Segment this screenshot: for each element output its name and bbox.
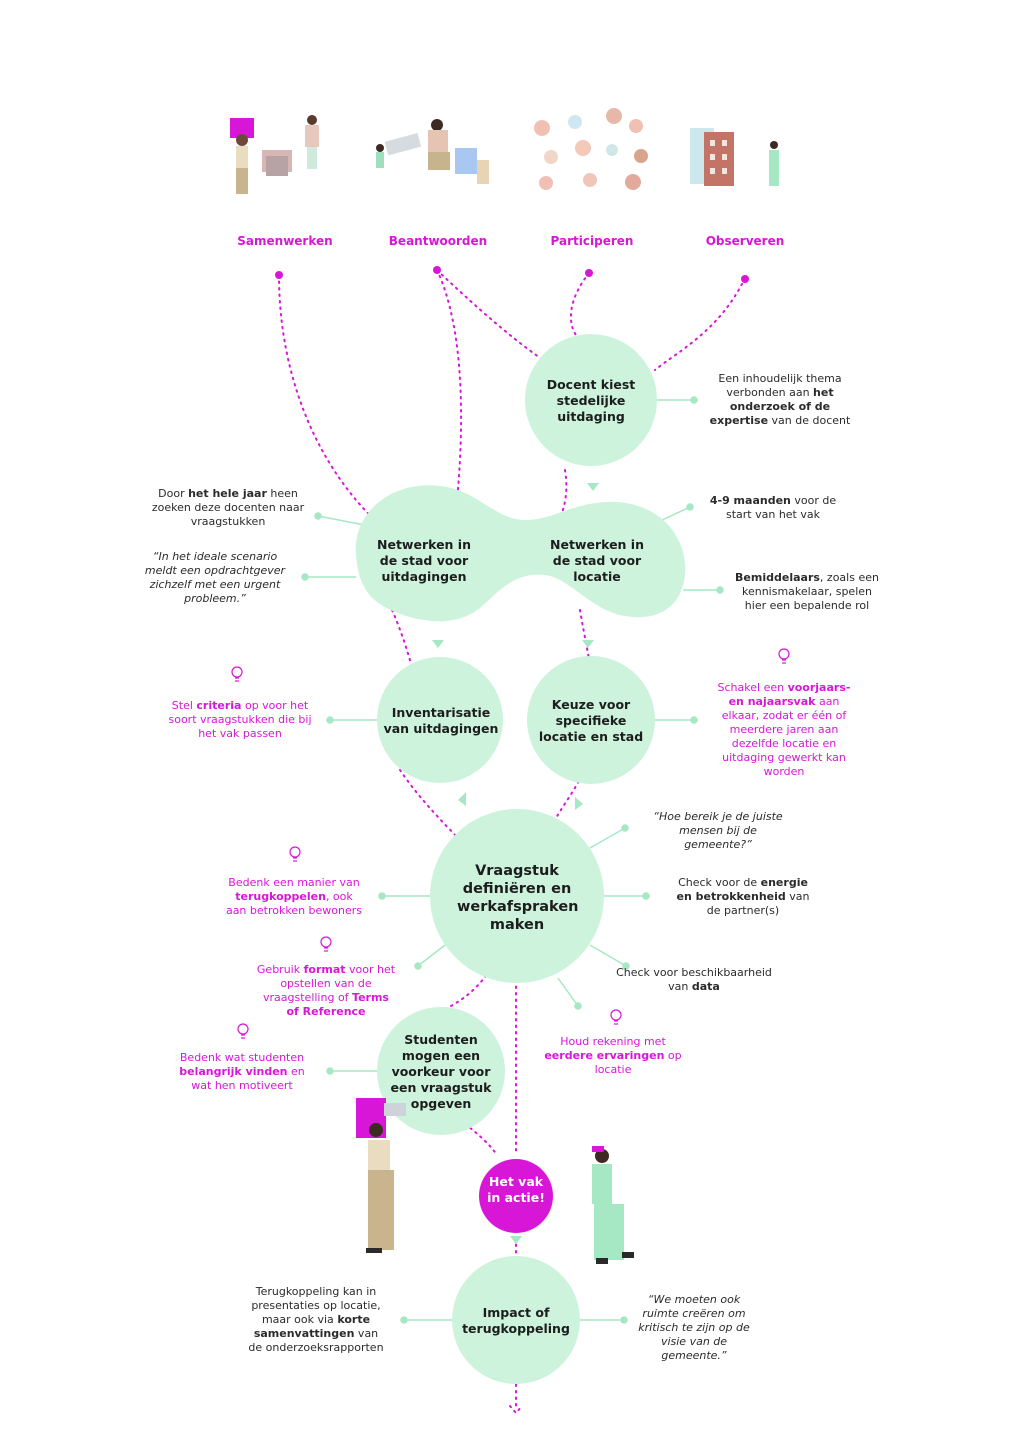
puzzle-carrier-icon: [356, 1098, 406, 1253]
node-shapes: [355, 334, 686, 1384]
vak-in-actie-node: [479, 1159, 553, 1233]
note-thema: Een inhoudelijk thema verbonden aan het …: [709, 372, 851, 427]
node-docent-kiest: Docent kiest stedelijke uitdaging: [546, 377, 636, 424]
note-ruimte: “We moeten ook ruimte creëren om kritisc…: [638, 1293, 750, 1362]
laptop-person-icon: [376, 119, 489, 184]
note-maanden: 4-9 maanden voor de start van het vak: [709, 494, 837, 521]
note-energie: Check voor de energie en betrokkenheid v…: [676, 876, 810, 917]
node-studenten: Studenten mogen een voorkeur voor een vr…: [390, 1032, 492, 1111]
note-motiveert: Bedenk wat studenten belangrijk vinden e…: [179, 1051, 305, 1092]
observer-person-icon: [592, 1146, 634, 1264]
building-observer-icon: [690, 128, 779, 186]
node-impact: Impact of terugkoppeling: [462, 1305, 570, 1336]
note-criteria: Stel criteria op voor het soort vraagstu…: [168, 699, 312, 740]
puzzle-person-icon: [230, 115, 319, 194]
category-beantwoorden: Beantwoorden: [388, 234, 488, 248]
lightbulb-icon: [320, 936, 332, 952]
note-bereik: “Hoe bereik je de juiste mensen bij de g…: [653, 810, 783, 851]
node-inventarisatie: Inventarisatie van uitdagingen: [383, 705, 499, 736]
faces-collage-icon: [534, 108, 648, 190]
category-dots: [275, 266, 749, 283]
lightbulb-icon: [237, 1023, 249, 1039]
note-terugkoppeling-presentaties: Terugkoppeling kan in presentaties op lo…: [248, 1285, 384, 1354]
node-vraagstuk: Vraagstuk definiëren en werkafspraken ma…: [457, 863, 579, 933]
note-terugkoppelen: Bedenk een manier van terugkoppelen, ook…: [225, 876, 363, 917]
note-format: Gebruik format voor het opstellen van de…: [256, 963, 396, 1018]
lightbulb-icon: [231, 666, 243, 682]
node-netwerken-locatie: Netwerken in de stad voor locatie: [550, 537, 644, 584]
lightbulb-icon: [778, 648, 790, 664]
lightbulb-icon: [610, 1009, 622, 1025]
note-hele-jaar: Door het hele jaar heen zoeken deze doce…: [151, 487, 305, 528]
networking-blob: [355, 485, 686, 622]
lightbulb-icon: [289, 846, 301, 862]
note-ervaringen: Houd rekening met eerdere ervaringen op …: [544, 1035, 682, 1076]
note-connectors: [301, 396, 724, 1324]
category-observeren: Observeren: [705, 234, 785, 248]
note-ideale-scenario: “In het ideale scenario meldt een opdrac…: [144, 550, 286, 605]
node-vak-in-actie: Het vak in actie!: [487, 1174, 545, 1205]
flow-arrows: [432, 483, 599, 1244]
lightbulb-icons: [231, 648, 790, 1039]
node-keuze-locatie: Keuze voor specifieke locatie en stad: [538, 697, 644, 744]
category-samenwerken: Samenwerken: [237, 234, 333, 248]
note-schakel: Schakel een voorjaars- en najaarsvak aan…: [717, 681, 851, 778]
note-data: Check voor beschikbaarheid van data: [616, 966, 772, 993]
note-bemiddelaars: Bemiddelaars, zoals een kennismakelaar, …: [735, 571, 879, 612]
category-participeren: Participeren: [550, 234, 634, 248]
node-netwerken-uitdagingen: Netwerken in de stad voor uitdagingen: [377, 537, 471, 584]
